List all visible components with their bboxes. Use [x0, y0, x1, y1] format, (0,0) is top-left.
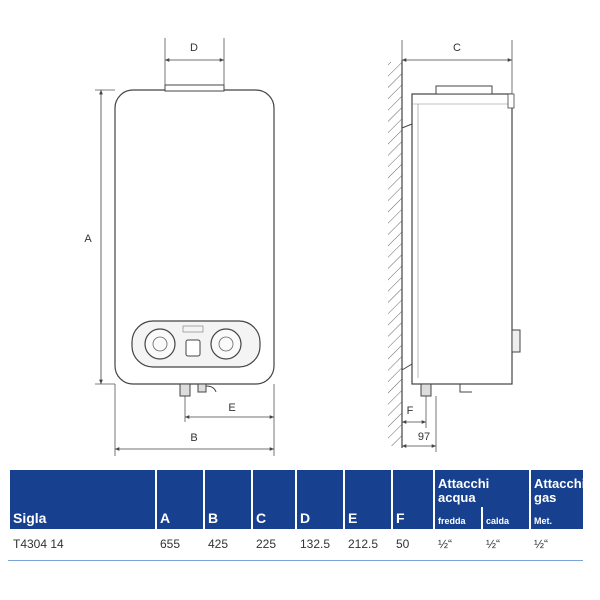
header-met: Met.	[531, 507, 584, 529]
left-knob	[144, 328, 176, 360]
right-knob	[210, 328, 242, 360]
header-a: A	[157, 470, 203, 529]
header-sigla: Sigla	[10, 470, 155, 529]
cell-f: 50	[396, 537, 410, 551]
front-view: D A E B	[84, 38, 275, 456]
dim-label-97: 97	[418, 431, 430, 443]
header-d: D	[297, 470, 343, 529]
side-bottom-pipe	[420, 383, 432, 397]
cell-a: 655	[160, 537, 181, 551]
cell-b: 425	[208, 537, 229, 551]
cell-gas: ½“	[534, 537, 549, 551]
dim-label-d: D	[190, 42, 198, 54]
display-window	[185, 339, 201, 357]
cell-cold: ½“	[438, 537, 453, 551]
cell-e: 212.5	[348, 537, 379, 551]
side-front-knob	[511, 329, 521, 353]
bottom-pipe-right	[197, 383, 207, 393]
dim-label-f: F	[407, 405, 414, 417]
header-gas-connections: Attacchi gas	[531, 470, 585, 508]
dim-label-c: C	[453, 42, 461, 54]
header-f: F	[393, 470, 433, 529]
side-top-collar	[435, 85, 493, 95]
technical-drawing: D A E B C F	[84, 38, 521, 456]
header-c: C	[253, 470, 295, 529]
table-row: T4304 14 655 425 225 132.5 212.5 50 ½“ ½…	[10, 529, 583, 555]
cell-d: 132.5	[300, 537, 331, 551]
cell-hot: ½“	[486, 537, 501, 551]
header-cold: fredda	[435, 507, 481, 529]
top-flue-collar	[164, 84, 225, 92]
header-water-connections: Attacchi acqua	[435, 470, 530, 508]
header-row-2: fredda calda Met.	[10, 507, 584, 529]
dim-label-e: E	[228, 402, 235, 414]
side-view: C F 97	[388, 40, 521, 452]
header-hot: calda	[483, 507, 530, 529]
header-e: E	[345, 470, 391, 529]
table-bottom-rule	[8, 560, 583, 561]
dim-label-b: B	[190, 432, 197, 444]
dim-label-a: A	[84, 233, 92, 245]
header-b: B	[205, 470, 251, 529]
mounting-bracket	[401, 123, 413, 371]
cell-c: 225	[256, 537, 277, 551]
wall-hatch	[388, 62, 402, 446]
header-row-1: Sigla A B C D E F Attacchi acqua Attacch…	[10, 470, 585, 529]
heater-side-body	[411, 93, 513, 385]
spec-table: Sigla A B C D E F Attacchi acqua Attacch…	[8, 470, 585, 555]
bottom-pipe-left	[179, 383, 191, 397]
cell-sigla: T4304 14	[13, 537, 64, 551]
